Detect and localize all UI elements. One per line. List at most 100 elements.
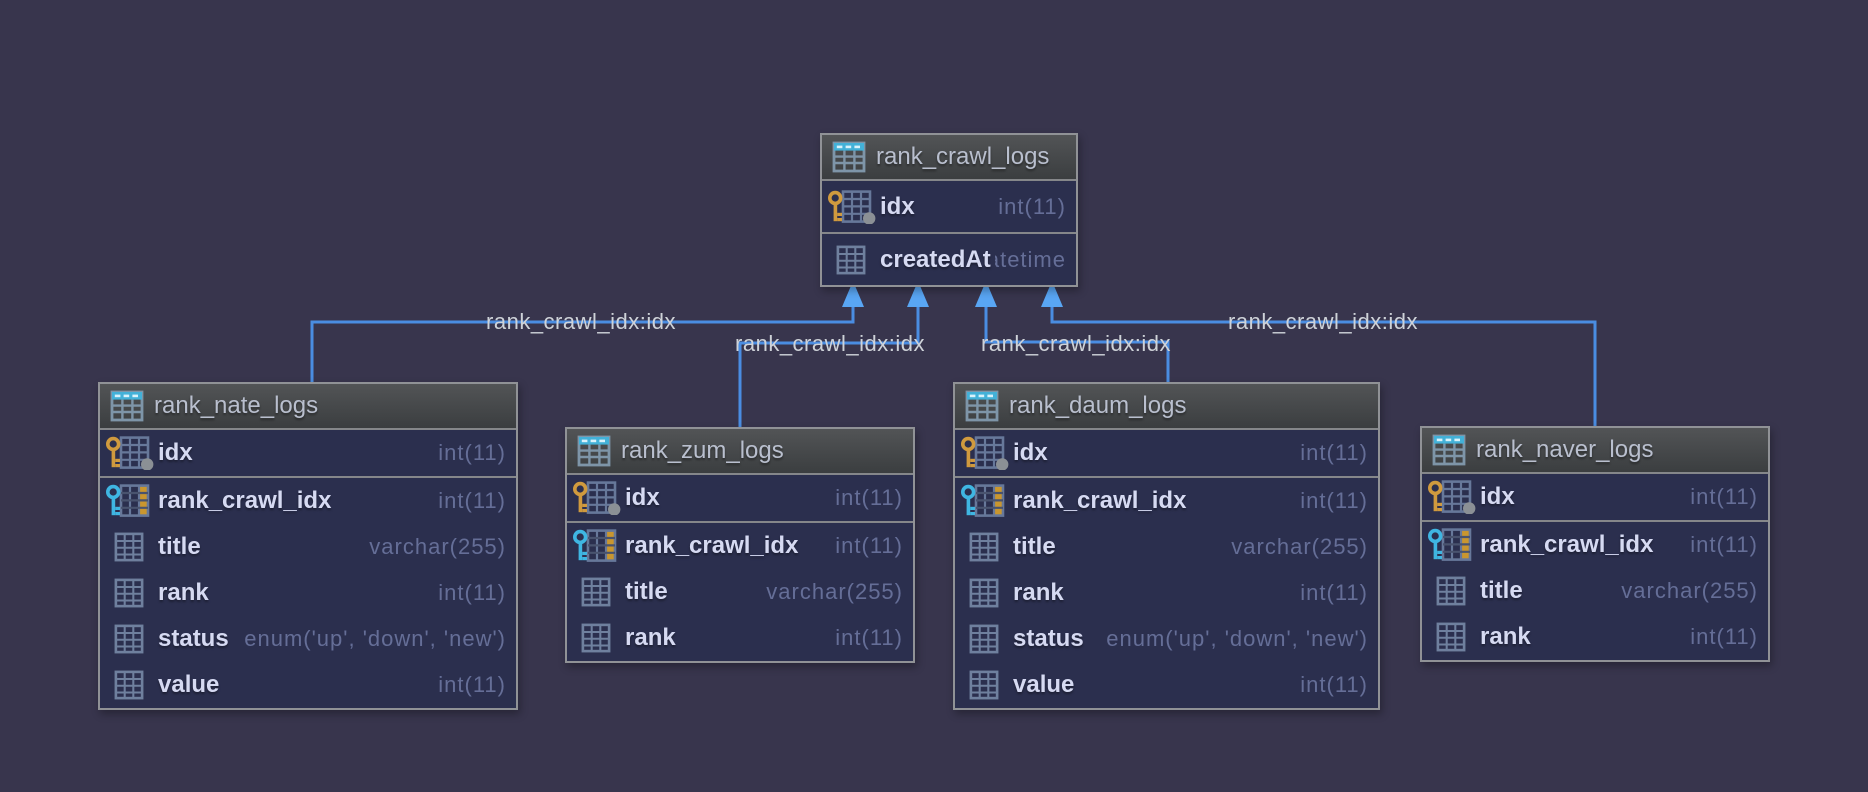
column-name: status [1009, 623, 1088, 655]
column-icon [573, 575, 621, 609]
table-row[interactable]: status enum('up', 'down', 'new') [955, 616, 1378, 662]
relationship-label[interactable]: rank_crawl_idx:idx [735, 331, 925, 356]
table-row[interactable]: rank int(11) [955, 570, 1378, 616]
column-name: idx [1009, 437, 1052, 469]
column-type: int(11) [1690, 484, 1758, 509]
column-name: rank_crawl_idx [1476, 529, 1658, 561]
table-rank-nate-logs[interactable]: rank_nate_logs [98, 382, 518, 710]
table-row[interactable]: rank int(11) [567, 615, 913, 661]
column-type: int(11) [835, 533, 903, 558]
column-type: varchar(255) [1621, 578, 1758, 603]
table-row[interactable]: title varchar(255) [1422, 568, 1768, 614]
table-row[interactable]: rank_crawl_idx int(11) [955, 478, 1378, 524]
table-icon [965, 390, 999, 422]
column-icon [106, 622, 154, 656]
column-icon [106, 530, 154, 564]
primary-key-icon [827, 189, 876, 225]
column-icon [106, 576, 154, 610]
column-name: value [1009, 669, 1079, 701]
column-icon [961, 668, 1009, 702]
table-title: rank_crawl_logs [876, 143, 1050, 170]
column-name: idx [621, 482, 664, 514]
table-row[interactable]: rank_crawl_idx int(11) [100, 478, 516, 524]
relationship-line-nate[interactable] [310, 303, 855, 382]
table-header[interactable]: rank_naver_logs [1422, 428, 1768, 474]
table-row[interactable]: idx int(11) [567, 475, 913, 521]
primary-key-icon [572, 481, 621, 516]
column-icon [573, 621, 621, 655]
relationship-line-naver[interactable] [1050, 303, 1597, 426]
column-type: varchar(255) [1231, 534, 1368, 559]
table-row[interactable]: status enum('up', 'down', 'new') [100, 616, 516, 662]
column-type: int(11) [438, 580, 506, 605]
table-title: rank_daum_logs [1009, 392, 1187, 419]
table-row[interactable]: rank_crawl_idx int(11) [1422, 522, 1768, 568]
column-name: rank [154, 577, 213, 609]
table-row[interactable]: rank int(11) [100, 570, 516, 616]
column-type: int(11) [438, 488, 506, 513]
primary-key-icon [1427, 480, 1476, 515]
table-icon [577, 435, 611, 467]
relationship-label[interactable]: rank_crawl_idx:idx [981, 331, 1171, 356]
table-icon [110, 390, 144, 422]
column-name: title [1009, 531, 1060, 563]
table-row[interactable]: value int(11) [100, 662, 516, 708]
column-icon [961, 576, 1009, 610]
table-rank-daum-logs[interactable]: rank_daum_logs [953, 382, 1380, 710]
column-type: int(11) [998, 193, 1066, 219]
column-name: status [154, 623, 233, 655]
column-type: int(11) [835, 485, 903, 510]
table-row[interactable]: title varchar(255) [567, 569, 913, 615]
relationship-label[interactable]: rank_crawl_idx:idx [486, 309, 676, 334]
table-row[interactable]: idx int(11) [822, 181, 1076, 232]
column-name: createdAt [876, 243, 995, 276]
column-name: title [621, 576, 672, 608]
table-row[interactable]: rank int(11) [1422, 614, 1768, 660]
relationship-arrowhead [975, 281, 997, 307]
table-icon [832, 141, 866, 173]
relationship-line-daum[interactable] [984, 303, 1170, 382]
primary-key-icon [960, 436, 1009, 471]
table-row[interactable]: rank_crawl_idx int(11) [567, 523, 913, 569]
relationship-line-zum[interactable] [738, 303, 920, 427]
column-type: int(11) [1300, 488, 1368, 513]
column-name: rank_crawl_idx [154, 485, 336, 517]
column-name: idx [876, 190, 919, 223]
table-rank-zum-logs[interactable]: rank_zum_logs [565, 427, 915, 663]
column-name: title [1476, 575, 1527, 607]
table-header[interactable]: rank_zum_logs [567, 429, 913, 475]
column-type: enum('up', 'down', 'new') [244, 626, 506, 651]
table-rank-naver-logs[interactable]: rank_naver_logs [1420, 426, 1770, 662]
table-row[interactable]: value int(11) [955, 662, 1378, 708]
table-header[interactable]: rank_nate_logs [100, 384, 516, 430]
column-type: varchar(255) [766, 579, 903, 604]
table-header[interactable]: rank_daum_logs [955, 384, 1378, 430]
column-type: int(11) [1300, 580, 1368, 605]
foreign-key-icon [1427, 528, 1476, 562]
column-type: int(11) [1300, 440, 1368, 465]
foreign-key-icon [960, 484, 1009, 518]
relationship-label[interactable]: rank_crawl_idx:idx [1228, 309, 1418, 334]
table-rank-crawl-logs[interactable]: rank_crawl_logs [820, 133, 1078, 287]
column-name: rank_crawl_idx [621, 530, 803, 562]
foreign-key-icon [572, 529, 621, 563]
table-row[interactable]: createdAt datetime [822, 234, 1076, 285]
column-type: int(11) [835, 625, 903, 650]
table-row[interactable]: title varchar(255) [100, 524, 516, 570]
table-row[interactable]: idx int(11) [100, 430, 516, 476]
column-name: title [154, 531, 205, 563]
column-name: idx [154, 437, 197, 469]
table-icon [1432, 434, 1466, 466]
table-row[interactable]: title varchar(255) [955, 524, 1378, 570]
table-title: rank_nate_logs [154, 392, 319, 419]
column-type: int(11) [1690, 532, 1758, 557]
table-header[interactable]: rank_crawl_logs [822, 135, 1076, 181]
column-type: int(11) [438, 672, 506, 697]
table-row[interactable]: idx int(11) [955, 430, 1378, 476]
column-name: value [154, 669, 224, 701]
column-icon [961, 622, 1009, 656]
table-title: rank_zum_logs [621, 437, 784, 464]
table-row[interactable]: idx int(11) [1422, 474, 1768, 520]
